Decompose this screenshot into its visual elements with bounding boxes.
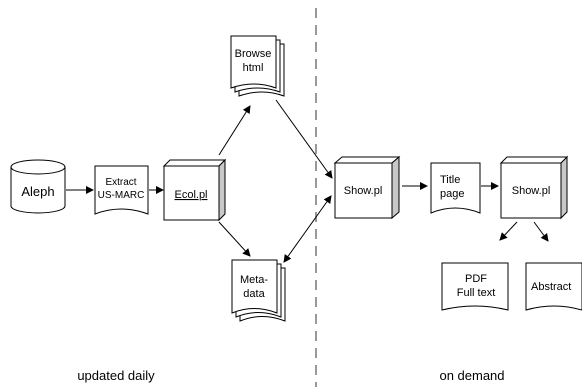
caption-on-demand: on demand [439,368,504,383]
aleph-database: Aleph [10,159,66,214]
extract-label-line1: Extract [105,177,136,188]
title-page-label-line1: Title [440,174,460,186]
browse-label-line2: html [243,62,264,74]
arrow-show-to-pdf [499,221,518,241]
title-page-label-line2: page [440,188,464,200]
pdf-fulltext-document: PDF Full text [441,262,509,311]
title-page-document: Title page [430,162,481,214]
browse-html-documents: Browse html [230,35,285,97]
arrow-show-metadata-bidirectional [283,195,332,263]
ecol-process-box: Ecol.pl [162,158,227,222]
metadata-documents: Meta- data [231,259,286,322]
metadata-label-line1: Meta- [240,274,268,286]
arrow-show-to-abstract [533,221,549,242]
metadata-label-line2: data [243,288,265,300]
extract-label-line2: US-MARC [98,190,145,201]
show1-label: Show.pl [344,185,383,197]
extract-document: Extract US-MARC [94,165,149,215]
arrow-ecol-to-browse [218,105,251,156]
pdf-label-line2: Full text [457,287,496,299]
caption-updated-daily: updated daily [77,368,155,383]
pdf-label-line1: PDF [465,273,487,285]
arrow-browse-to-show [275,99,333,179]
show2-label: Show.pl [512,185,551,197]
arrow-ecol-to-metadata [218,221,251,257]
ecol-label: Ecol.pl [174,189,207,201]
abstract-document: Abstract [525,262,582,311]
browse-label-line1: Browse [235,48,272,60]
abstract-label: Abstract [531,281,571,293]
show-process-box-2: Show.pl [499,155,569,220]
aleph-label: Aleph [21,184,54,199]
show-process-box-1: Show.pl [333,155,401,220]
